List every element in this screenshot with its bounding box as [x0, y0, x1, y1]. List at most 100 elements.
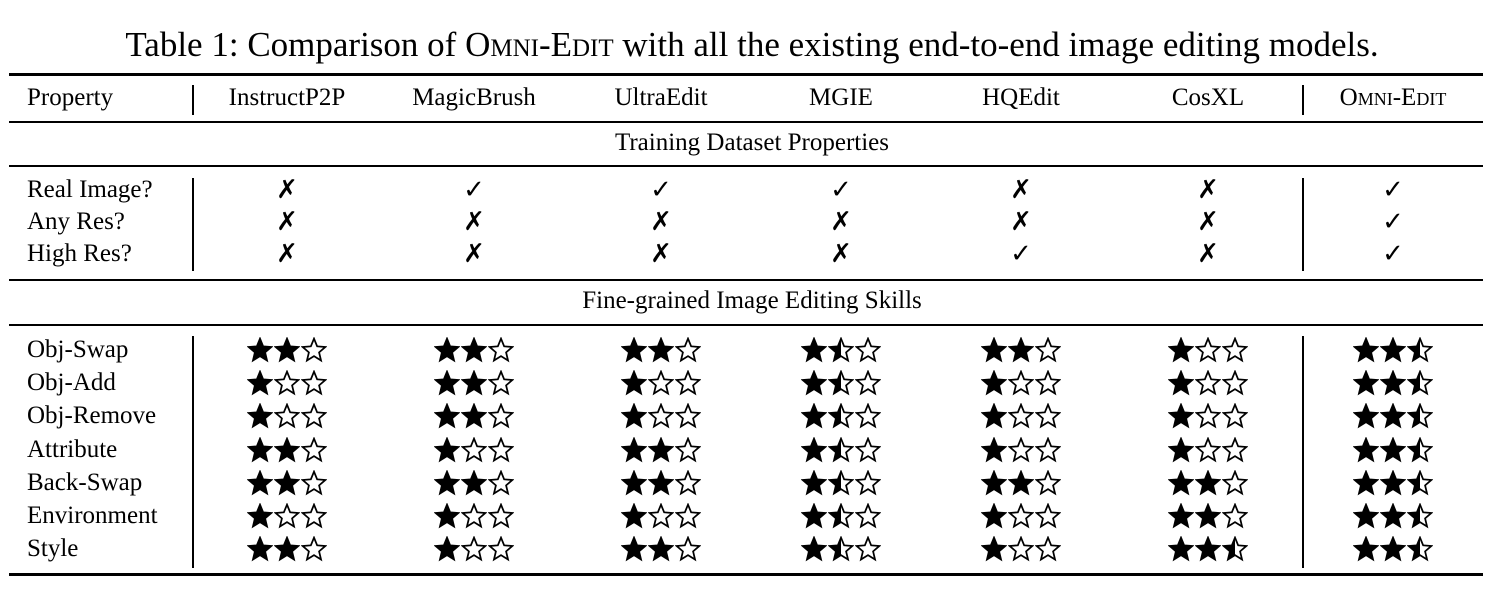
empty-star-icon	[855, 470, 881, 496]
half-star-icon	[1407, 470, 1433, 496]
row-label-style: Style	[27, 535, 79, 562]
star-rating-obj-add-omni-edit	[1353, 370, 1433, 396]
dataset-bottom-rule	[9, 279, 1483, 281]
star-rating-attribute-omni-edit	[1353, 437, 1433, 463]
row-label-high-res: High Res?	[27, 240, 132, 267]
filled-star-icon	[981, 470, 1007, 496]
star-rating-obj-remove-cosxl	[1168, 403, 1248, 429]
empty-star-icon	[675, 337, 701, 363]
star-rating-style-cosxl	[1168, 536, 1248, 562]
star-rating-back-swap-hqedit	[981, 470, 1061, 496]
empty-star-icon	[274, 370, 300, 396]
filled-star-icon	[247, 470, 273, 496]
caption-prefix: Table 1: Comparison of	[125, 25, 466, 64]
empty-star-icon	[1195, 437, 1221, 463]
half-star-icon	[828, 536, 854, 562]
header-model-mgie: MGIE	[809, 84, 873, 111]
table-caption: Table 1: Comparison of Omni-Edit with al…	[0, 22, 1504, 68]
empty-star-icon	[1035, 470, 1061, 496]
cross-mark-any-res-instructp2p: ✗	[276, 207, 298, 237]
empty-star-icon	[301, 503, 327, 529]
empty-star-icon	[675, 470, 701, 496]
check-mark-real-image-omni-edit: ✓	[1382, 175, 1404, 205]
half-star-icon	[828, 403, 854, 429]
empty-star-icon	[1222, 503, 1248, 529]
star-rating-obj-add-instructp2p	[247, 370, 327, 396]
star-rating-environment-magicbrush	[434, 503, 514, 529]
star-rating-obj-swap-magicbrush	[434, 337, 514, 363]
half-star-icon	[828, 437, 854, 463]
star-rating-obj-add-hqedit	[981, 370, 1061, 396]
filled-star-icon	[247, 536, 273, 562]
half-star-icon	[1407, 403, 1433, 429]
header-model-cosxl: CosXL	[1171, 84, 1245, 111]
cross-mark-real-image-instructp2p: ✗	[276, 175, 298, 205]
cross-mark-high-res-ultraedit: ✗	[650, 239, 672, 269]
filled-star-icon	[801, 437, 827, 463]
cross-mark-high-res-cosxl: ✗	[1197, 239, 1219, 269]
empty-star-icon	[461, 536, 487, 562]
star-rating-style-hqedit	[981, 536, 1061, 562]
empty-star-icon	[488, 536, 514, 562]
half-star-icon	[1407, 437, 1433, 463]
filled-star-icon	[274, 470, 300, 496]
filled-star-icon	[1380, 470, 1406, 496]
star-rating-back-swap-magicbrush	[434, 470, 514, 496]
empty-star-icon	[1008, 403, 1034, 429]
cross-mark-any-res-ultraedit: ✗	[650, 207, 672, 237]
filled-star-icon	[1353, 503, 1379, 529]
empty-star-icon	[301, 337, 327, 363]
empty-star-icon	[855, 536, 881, 562]
header-row: Property InstructP2P MagicBrush UltraEdi…	[0, 80, 1504, 116]
half-star-icon	[828, 370, 854, 396]
skills-divider-left	[192, 336, 194, 568]
filled-star-icon	[801, 403, 827, 429]
cross-mark-any-res-hqedit: ✗	[1010, 207, 1032, 237]
filled-star-icon	[1168, 536, 1194, 562]
header-divider-left	[192, 85, 194, 115]
star-rating-style-ultraedit	[621, 536, 701, 562]
section-title-skills: Fine-grained Image Editing Skills	[582, 287, 922, 314]
filled-star-icon	[1008, 470, 1034, 496]
star-rating-obj-swap-omni-edit	[1353, 337, 1433, 363]
star-rating-obj-add-magicbrush	[434, 370, 514, 396]
row-label-obj-add: Obj-Add	[27, 369, 116, 396]
empty-star-icon	[648, 503, 674, 529]
filled-star-icon	[1195, 503, 1221, 529]
check-mark-high-res-hqedit: ✓	[1010, 239, 1032, 269]
header-property: Property	[27, 84, 114, 111]
filled-star-icon	[981, 437, 1007, 463]
empty-star-icon	[1222, 370, 1248, 396]
empty-star-icon	[675, 536, 701, 562]
filled-star-icon	[1353, 337, 1379, 363]
star-rating-attribute-instructp2p	[247, 437, 327, 463]
filled-star-icon	[434, 536, 460, 562]
skills-divider-right	[1302, 336, 1304, 568]
star-rating-environment-instructp2p	[247, 503, 327, 529]
row-label-attribute: Attribute	[27, 436, 118, 463]
row-label-environment: Environment	[27, 502, 158, 529]
star-rating-attribute-magicbrush	[434, 437, 514, 463]
empty-star-icon	[1008, 503, 1034, 529]
empty-star-icon	[1195, 370, 1221, 396]
cross-mark-any-res-magicbrush: ✗	[463, 207, 485, 237]
filled-star-icon	[648, 470, 674, 496]
filled-star-icon	[648, 337, 674, 363]
cross-mark-real-image-hqedit: ✗	[1010, 175, 1032, 205]
header-model-omni-edit: Omni-Edit	[1339, 84, 1447, 111]
filled-star-icon	[621, 470, 647, 496]
filled-star-icon	[1168, 337, 1194, 363]
empty-star-icon	[1222, 403, 1248, 429]
filled-star-icon	[1380, 536, 1406, 562]
section-title-dataset: Training Dataset Properties	[614, 129, 890, 156]
star-rating-back-swap-omni-edit	[1353, 470, 1433, 496]
empty-star-icon	[1008, 536, 1034, 562]
filled-star-icon	[247, 337, 273, 363]
star-rating-environment-hqedit	[981, 503, 1061, 529]
filled-star-icon	[1380, 503, 1406, 529]
check-mark-any-res-omni-edit: ✓	[1382, 207, 1404, 237]
empty-star-icon	[1035, 370, 1061, 396]
star-rating-attribute-mgie	[801, 437, 881, 463]
half-star-icon	[828, 470, 854, 496]
star-rating-style-mgie	[801, 536, 881, 562]
